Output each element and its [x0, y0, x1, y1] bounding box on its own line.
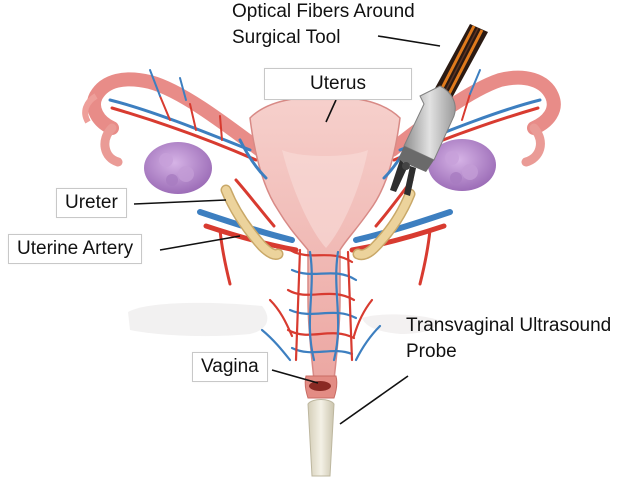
ultrasound-probe: [308, 400, 334, 477]
label-vagina: Vagina: [192, 352, 268, 382]
vaginal-opening: [309, 381, 331, 391]
label-uterine-artery: Uterine Artery: [8, 234, 142, 264]
ovary-left: [144, 142, 212, 194]
leader-probe: [340, 376, 408, 424]
leader-uterine-artery: [160, 236, 240, 250]
label-ureter: Ureter: [56, 188, 127, 218]
label-probe-line1: Transvaginal Ultrasound: [406, 314, 611, 338]
tissue-patch-left: [128, 303, 267, 336]
label-probe-line2: Probe: [406, 340, 457, 364]
label-optical-fibers-line1: Optical Fibers Around: [232, 0, 415, 24]
leader-ureter: [134, 200, 226, 204]
label-uterus: Uterus: [264, 68, 412, 100]
label-optical-fibers-line2: Surgical Tool: [232, 26, 340, 50]
leader-optical-fibers: [378, 36, 440, 46]
